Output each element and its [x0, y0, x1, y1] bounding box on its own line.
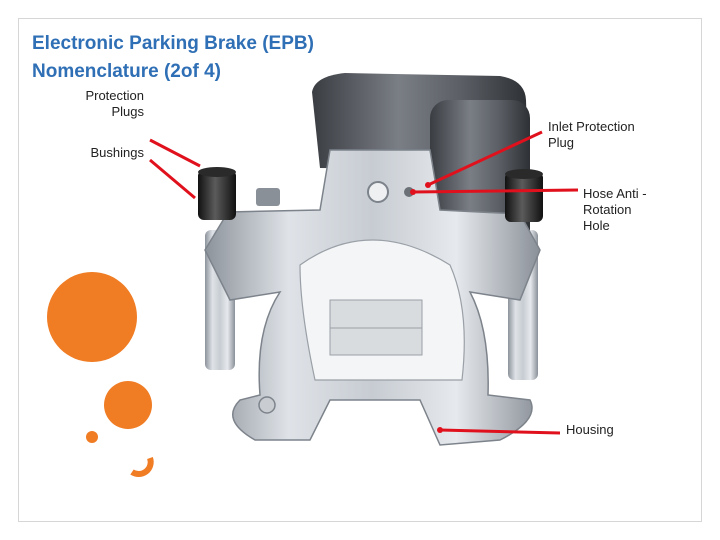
leader-bushings [149, 158, 196, 200]
accent-circle-medium [104, 381, 152, 429]
label-hose-line-2: Rotation [583, 202, 632, 217]
leader-dot-inlet [425, 182, 431, 188]
accent-circle-partial [130, 456, 154, 477]
leader-protection-plugs [149, 138, 201, 168]
label-hose-line-1: Hose Anti - [583, 186, 647, 201]
label-hose-line-3: Hole [583, 218, 610, 233]
leader-housing [439, 428, 561, 435]
mounting-bolt [258, 396, 276, 414]
leader-endpoints [410, 182, 443, 433]
leader-hose-anti-rotation [412, 188, 579, 194]
label-inlet-line-2: Plug [548, 135, 575, 150]
bushing-right-cap [505, 169, 543, 179]
leader-lines [149, 130, 579, 435]
accent-circle-small [86, 431, 98, 443]
slide-frame [18, 18, 702, 522]
label-housing: Housing [566, 422, 614, 437]
label-protection-plugs-line-2: Plugs [111, 104, 144, 119]
label-inlet-line-1: Inlet Protection [548, 119, 635, 134]
label-protection-plugs-line-1: Protection [85, 88, 144, 103]
decorative-circles [47, 272, 154, 477]
leader-inlet-protection-plug [427, 130, 543, 187]
label-protection-plugs: Protection Plugs [60, 88, 144, 120]
slide-title-line-1: Electronic Parking Brake (EPB) [32, 33, 314, 54]
leader-dot-housing [437, 427, 443, 433]
brake-caliper-illustration [198, 73, 543, 446]
slide-title-line-2: Nomenclature (2of 4) [32, 61, 221, 82]
label-hose-anti-rotation-hole: Hose Anti - Rotation Hole [583, 186, 673, 234]
inlet-port [367, 181, 389, 203]
label-bushings: Bushings [90, 145, 144, 160]
leader-dot-hose [410, 189, 416, 195]
slide-title: Electronic Parking Brake (EPB) Nomenclat… [32, 30, 314, 86]
bleed-screw [256, 188, 280, 206]
bushing-left [198, 170, 236, 220]
bushing-right [505, 172, 543, 222]
accent-circle-large [47, 272, 137, 362]
label-inlet-protection-plug: Inlet Protection Plug [548, 119, 658, 151]
bushing-left-cap [198, 167, 236, 177]
